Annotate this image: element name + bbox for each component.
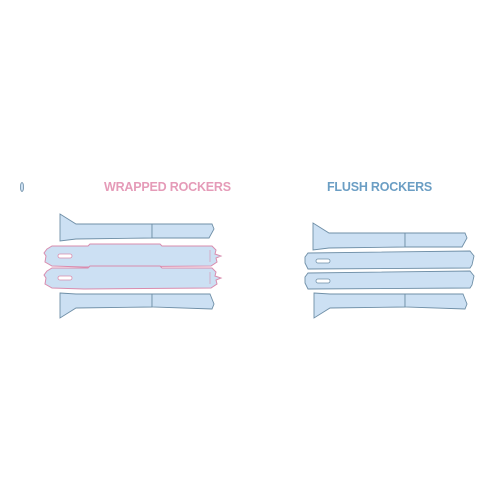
flush-bottom-panel	[313, 292, 468, 319]
flush-top-panel	[312, 222, 468, 251]
flush-upper-strip	[304, 250, 475, 270]
wrapped-lower-strip-slot	[57, 275, 73, 281]
flush-top-panel-front	[312, 222, 406, 251]
flush-upper-strip-body	[304, 250, 475, 270]
wrapped-rockers-label: WRAPPED ROCKERS	[104, 180, 231, 194]
wrapped-bottom-panel-rear	[151, 293, 215, 310]
flush-bottom-panel-rear	[404, 293, 468, 310]
flush-upper-strip-slot	[315, 258, 331, 264]
wrapped-upper-strip	[43, 243, 223, 268]
flush-rockers-group	[304, 222, 475, 319]
wrapped-top-panel-front	[59, 213, 153, 242]
wrapped-top-panel-rear	[151, 223, 215, 239]
wrapped-rockers-group	[43, 213, 223, 319]
wrapped-top-panel	[59, 213, 215, 242]
stray-mark	[19, 182, 24, 192]
flush-bottom-panel-front	[313, 292, 406, 319]
flush-lower-strip-slot	[315, 278, 331, 284]
wrapped-upper-strip-body	[43, 243, 223, 268]
wrapped-bottom-panel-front	[59, 292, 153, 319]
wrapped-upper-strip-slot	[57, 253, 73, 259]
flush-lower-strip-body	[304, 270, 475, 290]
wrapped-bottom-panel	[59, 292, 215, 319]
flush-lower-strip	[304, 270, 475, 290]
wrapped-lower-strip	[43, 265, 223, 290]
flush-top-panel-rear	[404, 232, 468, 248]
wrapped-lower-strip-body	[43, 265, 223, 290]
flush-rockers-label: FLUSH ROCKERS	[327, 180, 433, 194]
